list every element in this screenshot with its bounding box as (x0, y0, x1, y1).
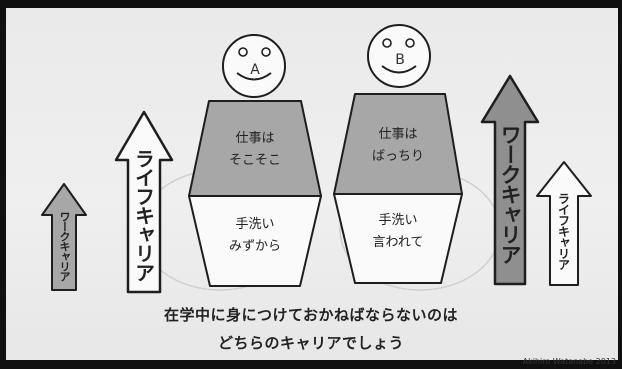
figure-b-upper-line2: ばっちり (371, 149, 425, 164)
author-credit: Akihiro Watanabe 2013 (522, 357, 616, 366)
face-b-smile (381, 65, 417, 74)
figure-a-lower-line2: みずから (228, 239, 282, 254)
face-a-label: A (250, 62, 260, 78)
left-big-arrow-label: ライフキャリア (131, 148, 156, 282)
figure-a-lower-body (188, 195, 322, 287)
figure-b-lower-line2: 言われて (372, 235, 424, 250)
figure-a-upper-line2: そこそこ (228, 153, 282, 168)
caption-line-1: 在学中に身につけておかねばならないのは (163, 306, 459, 324)
left-small-arrow-label: ワークキャリア (58, 211, 71, 281)
face-b-label: B (395, 52, 405, 68)
face-b-left-eye (382, 38, 392, 48)
figure-a-lower-line1: 手洗い (235, 217, 275, 232)
face-b-right-eye (405, 38, 415, 48)
left-small-arrow (41, 183, 87, 291)
right-small-arrow (536, 161, 592, 286)
left-big-arrow (114, 110, 174, 294)
figure-a-upper-text: 仕事は そこそこ (229, 128, 281, 172)
figure-b-upper-line1: 仕事は (378, 127, 418, 142)
figure-b-lower-body (333, 193, 463, 284)
figure-b-lower-line1: 手洗い (378, 213, 418, 228)
right-big-arrow-label: ワークキャリア (498, 124, 522, 264)
caption-line-2: どちらのキャリアでしょう (217, 334, 405, 352)
right-big-arrow (480, 74, 540, 286)
face-a-left-eye (238, 47, 248, 57)
figure-a-lower-text: 手洗い みずから (229, 214, 281, 258)
face-a-smile (236, 72, 272, 81)
figure-b-lower-text: 手洗い 言われて (373, 210, 424, 254)
face-a-right-eye (261, 47, 271, 57)
figure-b-upper-text: 仕事は ばっちり (372, 124, 424, 168)
figure-a-upper-line1: 仕事は (235, 131, 275, 146)
right-small-arrow-label: ライフキャリア (556, 192, 571, 270)
